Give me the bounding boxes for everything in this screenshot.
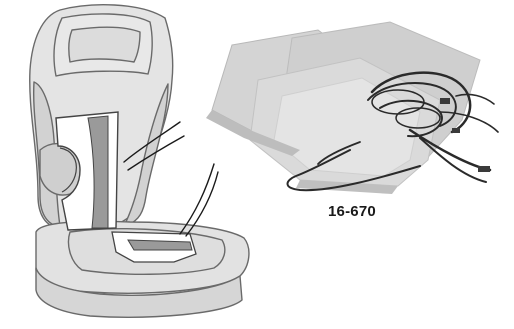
car-seat-illustration <box>30 5 249 317</box>
connector-plug <box>440 98 450 104</box>
part-number-label: 16-670 <box>328 203 376 220</box>
heater-band <box>128 240 192 250</box>
heater-kit-photo <box>206 22 498 194</box>
connector-plug <box>452 128 460 133</box>
connector-plug <box>478 166 490 172</box>
headrest-slot <box>69 27 140 62</box>
cushion-heater-pad <box>112 232 196 262</box>
